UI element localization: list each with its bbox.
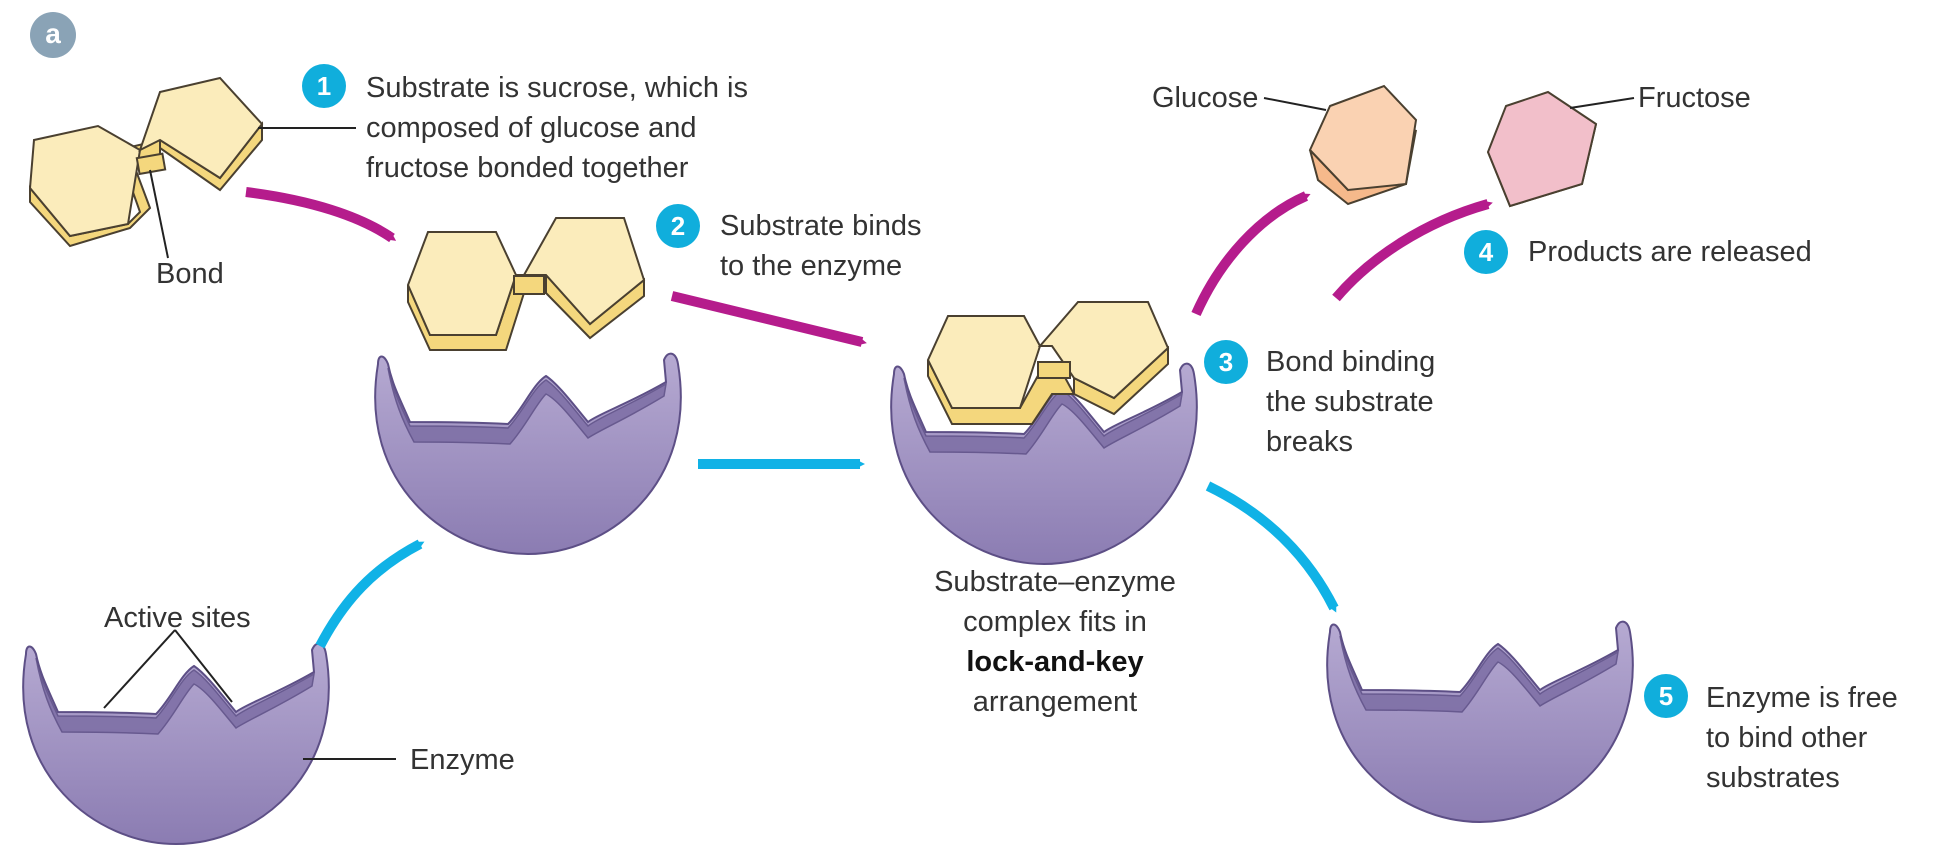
step-1-line-1: Substrate is sucrose, which is: [366, 72, 748, 104]
step-3-line-3: breaks: [1266, 426, 1354, 458]
step-1-caption: Substrate is sucrose, which is composed …: [366, 68, 748, 188]
cyan-arrow-1: [315, 539, 425, 649]
step-2-caption: Substrate binds to the enzyme: [720, 206, 922, 286]
glucose-molecule: [1308, 84, 1418, 206]
step-5-badge: 5: [1644, 674, 1688, 718]
step-4-line-1: Products are released: [1528, 236, 1812, 268]
panel-letter-badge: a: [30, 12, 76, 58]
enzyme-middle: [374, 352, 682, 555]
complex-caption-line-4: arrangement: [972, 686, 1138, 718]
step-5-line-2: to bind other: [1706, 722, 1868, 754]
sucrose-approaching: [406, 217, 646, 351]
magenta-arrow-fructose: [1332, 199, 1493, 302]
step-3-badge: 3: [1204, 340, 1248, 384]
step-5-line-3: substrates: [1706, 762, 1840, 794]
fructose-molecule: [1486, 90, 1598, 208]
glucose-label: Glucose: [1152, 82, 1259, 114]
magenta-arrow-glucose: [1191, 191, 1311, 317]
complex-substrate: [926, 301, 1170, 425]
fructose-label: Fructose: [1638, 82, 1751, 114]
active-site-leader-2: [174, 629, 233, 703]
active-site-leader-1: [103, 629, 176, 709]
step-2-line-2: to the enzyme: [720, 250, 903, 282]
bond-leader-line: [149, 169, 169, 259]
step-1-line-3: fructose bonded together: [366, 152, 689, 184]
bond-label: Bond: [156, 258, 224, 290]
complex-caption-bold: lock-and-key: [966, 646, 1144, 678]
step-3-caption: Bond binding the substrate breaks: [1266, 342, 1435, 462]
glucose-leader-line: [1263, 97, 1327, 111]
step-5-caption: Enzyme is free to bind other substrates: [1706, 678, 1898, 798]
step-3-line-2: the substrate: [1266, 386, 1434, 418]
step-4-caption: Products are released: [1528, 232, 1812, 272]
complex-caption-line-1: Substrate–enzyme: [934, 566, 1176, 598]
magenta-arrow-1: [245, 187, 397, 243]
step-2-line-1: Substrate binds: [720, 210, 922, 242]
step-2-badge: 2: [656, 204, 700, 248]
fructose-leader-line: [1569, 97, 1635, 109]
step-5-line-1: Enzyme is free: [1706, 682, 1898, 714]
enzyme-start: [22, 642, 330, 845]
complex-caption: Substrate–enzyme complex fits in lock-an…: [900, 562, 1210, 722]
magenta-arrow-2: [670, 291, 867, 347]
sucrose-molecule: [28, 76, 264, 248]
step-4-badge: 4: [1464, 230, 1508, 274]
complex-caption-line-2: complex fits in: [963, 606, 1147, 638]
cyan-arrow-3: [1205, 481, 1339, 613]
step-1-line-2: composed of glucose and: [366, 112, 697, 144]
active-sites-label: Active sites: [104, 602, 251, 634]
enzyme-label: Enzyme: [410, 744, 515, 776]
enzyme-released: [1326, 620, 1634, 823]
step-1-badge: 1: [302, 64, 346, 108]
step-3-line-1: Bond binding: [1266, 346, 1436, 378]
